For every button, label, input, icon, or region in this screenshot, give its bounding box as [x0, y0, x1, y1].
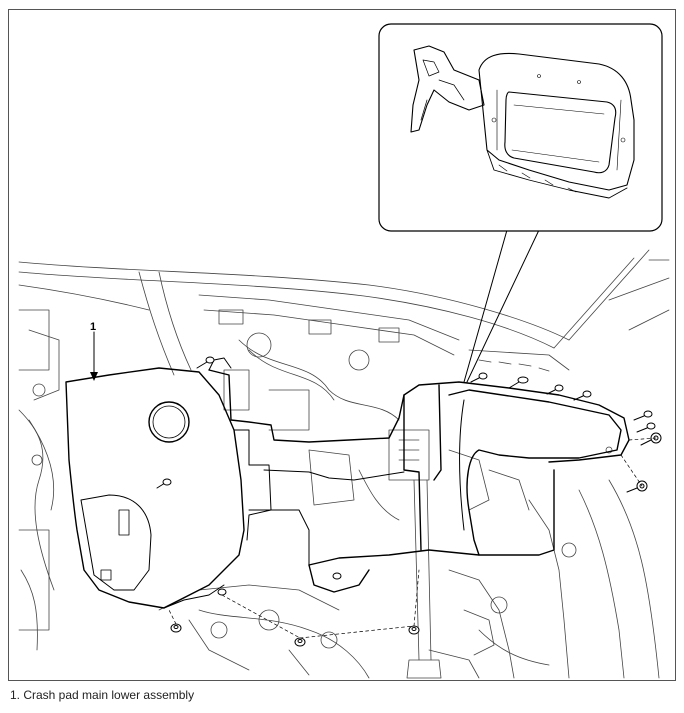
crash-pad-lower-assembly	[65, 357, 630, 609]
background-dashboard	[18, 249, 670, 679]
inset-crash-pad-frame	[410, 45, 635, 199]
bolt-icon	[626, 480, 648, 493]
nut-icon	[332, 572, 342, 580]
detail-inset	[378, 23, 663, 383]
screw-icon	[636, 422, 656, 433]
screw-icon	[508, 376, 529, 389]
screw-icon	[156, 478, 172, 489]
callout-number: 1	[90, 321, 96, 333]
screw-icon	[196, 356, 215, 369]
callout-1: 1	[90, 321, 98, 381]
nut-icon	[408, 625, 420, 635]
nut-icon	[217, 588, 227, 596]
screw-icon	[573, 390, 592, 401]
dashboard-illustration: 1	[18, 23, 670, 679]
screw-icon	[470, 372, 488, 383]
nut-icon	[294, 637, 306, 647]
alignment-lines	[168, 437, 657, 639]
figure-caption: 1. Crash pad main lower assembly	[10, 688, 195, 702]
screw-icon	[546, 384, 564, 395]
screw-icon	[633, 410, 653, 421]
diagram-frame: 1	[8, 9, 676, 681]
nut-icon	[170, 623, 182, 633]
fasteners	[156, 356, 662, 647]
